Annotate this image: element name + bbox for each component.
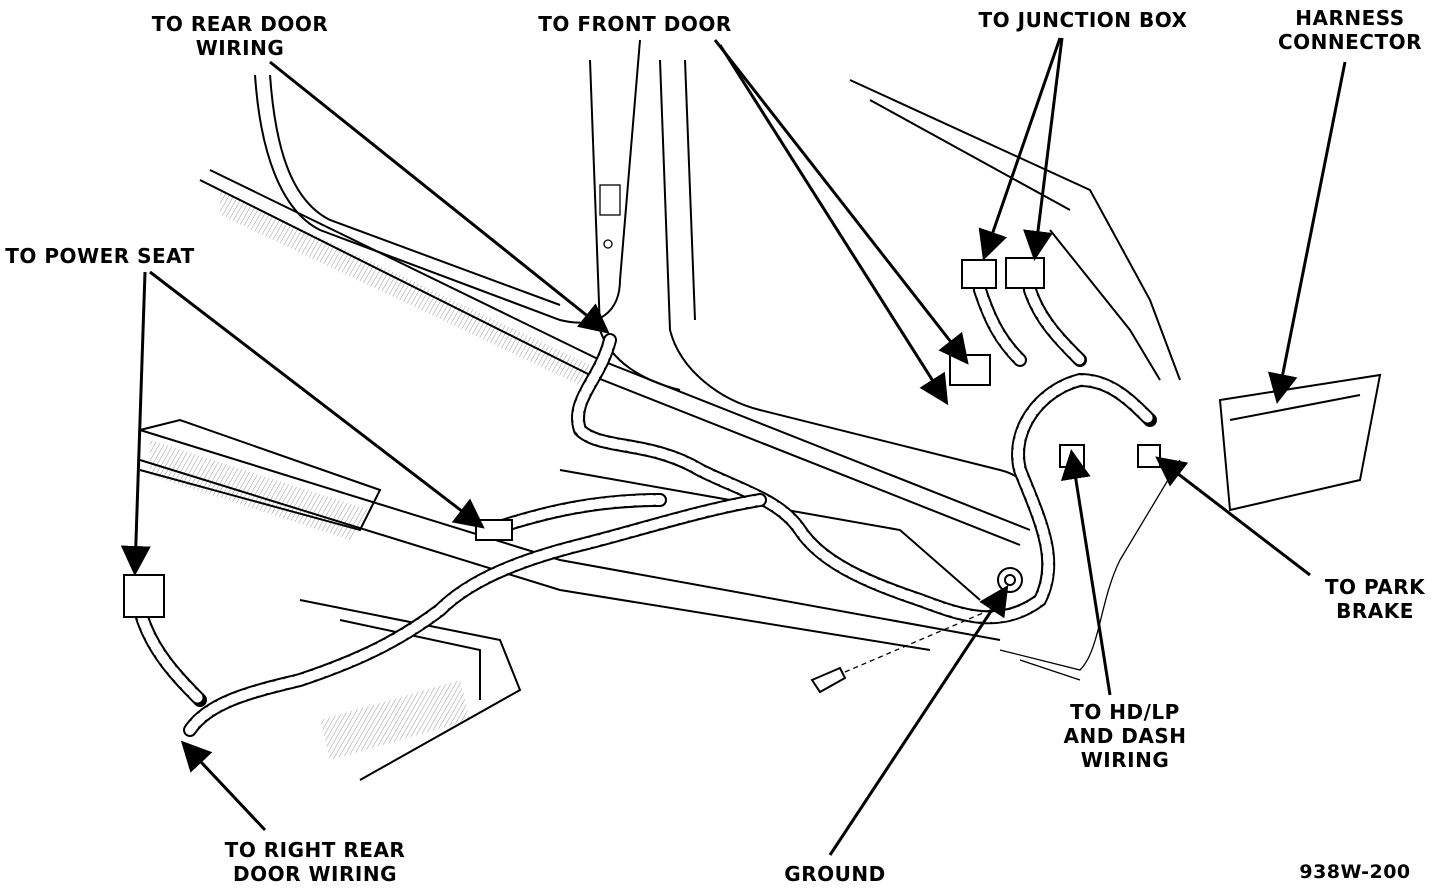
label-front-door: TO FRONT DOOR [538,12,732,36]
label-harness-connector: HARNESS CONNECTOR [1277,6,1423,54]
label-hd-lp-dash-wiring: TO HD/LP AND DASH WIRING [1063,700,1187,772]
vehicle-body [139,39,1382,781]
label-right-rear-door-wiring: TO RIGHT REAR DOOR WIRING [224,838,406,886]
label-park-brake: TO PARK BRAKE [1324,575,1426,623]
figure-id: 938W-200 [1299,861,1411,883]
wiring-harness [123,257,1161,737]
label-ground: GROUND [784,862,886,886]
label-power-seat: TO POWER SEAT [5,244,195,268]
label-rear-door-wiring: TO REAR DOOR WIRING [151,12,329,60]
label-junction-box: TO JUNCTION BOX [978,8,1188,32]
leader-lines [120,37,1347,856]
